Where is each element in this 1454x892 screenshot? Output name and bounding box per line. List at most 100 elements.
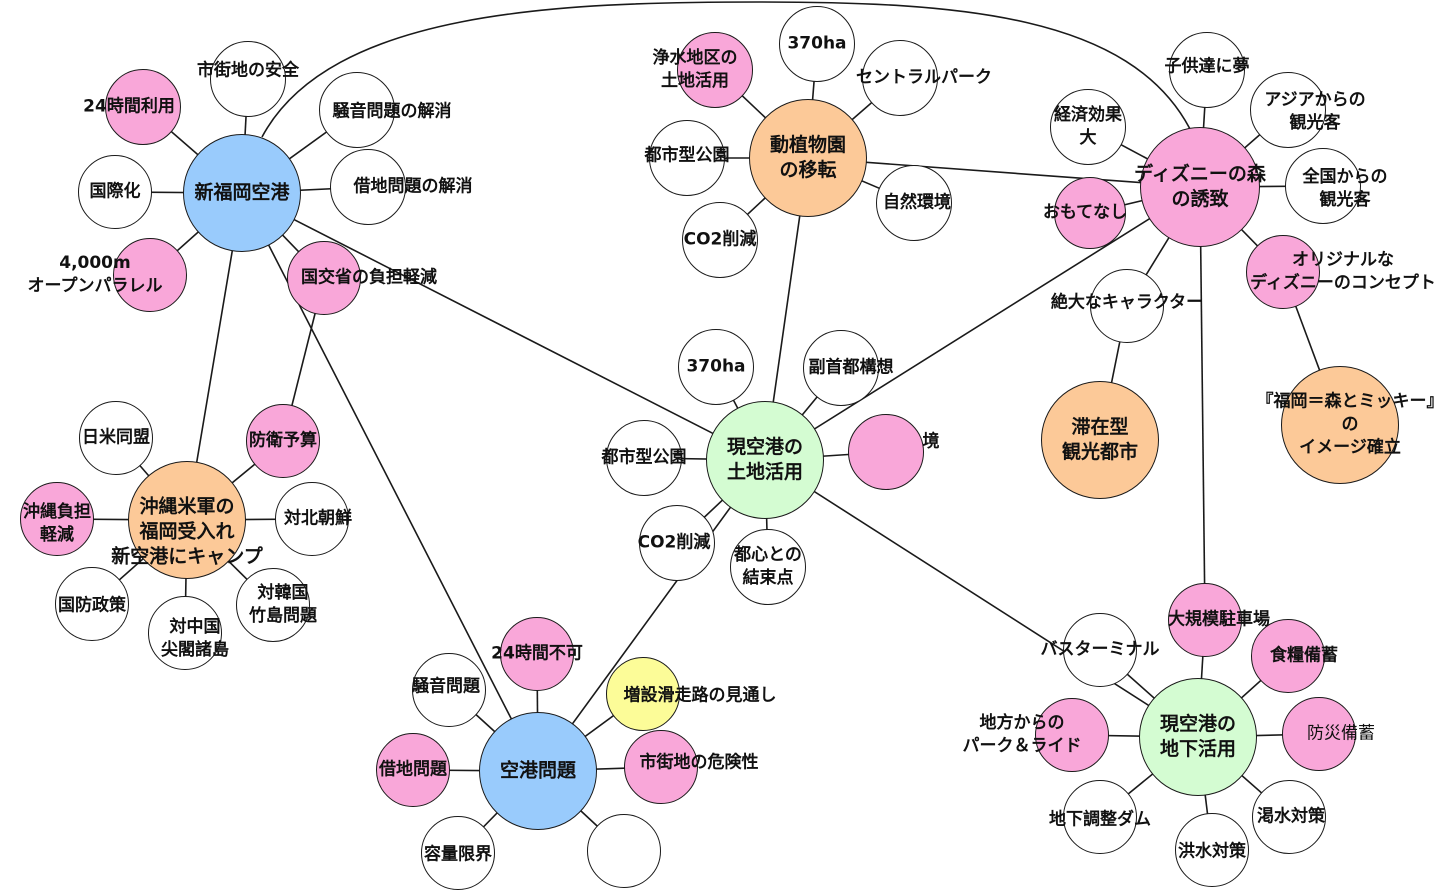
node-label-taichugoku: 対中国 尖閣諸島 bbox=[161, 617, 229, 660]
node-label-shin-fukuoka: 新福岡空港 bbox=[194, 181, 290, 204]
node-label-asia: アジアからの 観光客 bbox=[1264, 90, 1366, 133]
node-zousetsu bbox=[606, 657, 680, 731]
node-label-mori-mickey: 『福岡＝森とミッキー』 の イメージ確立 bbox=[1256, 391, 1444, 458]
node-label-kokkosho: 国交省の負担軽減 bbox=[301, 267, 437, 288]
node-shin-fukuoka bbox=[183, 134, 301, 252]
node-label-kodomo: 子供達に夢 bbox=[1164, 56, 1250, 77]
node-label-boei-yosan: 防衛予算 bbox=[249, 430, 317, 451]
node-mori-mickey bbox=[1281, 366, 1399, 484]
edge-disney-genkuko_tochi bbox=[764, 186, 1201, 461]
node-shakuchi bbox=[376, 733, 450, 807]
node-chika-dam bbox=[1063, 780, 1137, 854]
node-label-toshigata-mid: 都市型公園 bbox=[601, 447, 687, 468]
node-kozui bbox=[1175, 813, 1249, 887]
node-label-bus: バスターミナル bbox=[1040, 639, 1160, 660]
node-kodomo bbox=[1169, 32, 1245, 108]
node-label-genkuko-tochi: 現空港の 土地活用 bbox=[726, 436, 804, 483]
node-label-toshigata-top: 都市型公園 bbox=[644, 145, 730, 166]
node-keizai bbox=[1050, 89, 1126, 165]
node-toshin bbox=[730, 529, 806, 605]
node-label-original: オリジナルな ディズニーのコンセプト bbox=[1250, 250, 1436, 293]
node-kassui bbox=[1252, 780, 1326, 854]
node-label-kankyo-pink: 境 bbox=[922, 431, 940, 452]
node-label-kokusaika: 国際化 bbox=[89, 181, 141, 202]
node-original bbox=[1246, 235, 1320, 309]
node-disney bbox=[1140, 127, 1260, 247]
node-label-sooon-kaisho: 騒音問題の解消 bbox=[332, 101, 452, 122]
node-label-doshokubutsu: 動植物園 の移転 bbox=[769, 134, 847, 181]
node-label-taizai: 滞在型 観光都市 bbox=[1061, 416, 1139, 463]
node-ha370-mid bbox=[678, 329, 754, 405]
node-label-kokubou: 国防政策 bbox=[58, 595, 126, 616]
node-kankyo-pink bbox=[848, 414, 924, 490]
node-label-h24-riyou: 24時間利用 bbox=[83, 96, 175, 117]
node-bousai bbox=[1282, 697, 1356, 771]
node-zenkoku bbox=[1285, 148, 1361, 224]
node-doshokubutsu bbox=[749, 99, 867, 217]
node-label-genkuko-chika: 現空港の 地下活用 bbox=[1159, 713, 1237, 760]
edge-disney-chusha bbox=[1199, 186, 1206, 621]
node-boei-yosan bbox=[246, 404, 320, 478]
node-label-okinawa: 沖縄米軍の 福岡受入れ 新空港にキャンプ bbox=[111, 495, 263, 568]
node-label-toshin: 都心との 結束点 bbox=[734, 545, 802, 588]
node-label-zousetsu: 増設滑走路の見通し bbox=[623, 685, 777, 706]
node-taichugoku bbox=[148, 596, 222, 670]
node-label-zenkoku: 全国からの 観光客 bbox=[1302, 167, 1388, 210]
node-kokkosho bbox=[287, 241, 361, 315]
node-omotenashi bbox=[1054, 177, 1126, 249]
edge-shin_fukuoka-disney bbox=[261, 1, 1191, 138]
node-genkuko-tochi bbox=[706, 401, 824, 519]
node-bus bbox=[1063, 613, 1137, 687]
node-label-okinawa-futan: 沖縄負担 軽減 bbox=[23, 502, 91, 545]
node-nichibei bbox=[79, 401, 153, 475]
node-kokusaika bbox=[78, 155, 152, 229]
node-label-character: 絶大なキャラクター bbox=[1050, 292, 1204, 313]
edge-genkuko_tochi-genkuko_chika bbox=[764, 459, 1199, 738]
node-h24-fuka bbox=[500, 617, 574, 691]
node-park-ride bbox=[1035, 698, 1109, 772]
node-label-chusha: 大規模駐車場 bbox=[1168, 609, 1270, 630]
node-fukushuto bbox=[803, 330, 879, 406]
node-label-disney: ディズニーの森 の誘致 bbox=[1134, 163, 1266, 210]
node-label-h24-fuka: 24時間不可 bbox=[491, 643, 583, 664]
edge-shin_fukuoka-genkuko_tochi bbox=[241, 192, 766, 461]
node-taikankoku bbox=[236, 568, 310, 642]
node-label-fukushuto: 副首都構想 bbox=[808, 357, 894, 378]
node-kokubou bbox=[55, 567, 129, 641]
node-label-shigaichi-anzen: 市街地の安全 bbox=[197, 60, 299, 81]
node-shigaichi-anzen bbox=[210, 41, 286, 117]
node-label-central-park: セントラルパーク bbox=[856, 67, 992, 88]
node-kuko-mondai bbox=[479, 712, 597, 830]
node-okinawa-futan bbox=[20, 482, 94, 556]
node-parallel bbox=[113, 238, 187, 312]
node-jousui bbox=[677, 32, 753, 108]
node-label-chika-dam: 地下調整ダム bbox=[1049, 809, 1151, 830]
node-co2-top bbox=[682, 202, 758, 278]
node-label-shakuchi-kaisho: 借地問題の解消 bbox=[353, 176, 473, 197]
node-shizen bbox=[876, 165, 952, 241]
node-label-nichibei: 日米同盟 bbox=[82, 427, 150, 448]
node-h24-riyou bbox=[105, 69, 181, 145]
node-label-taihoku: 対北朝鮮 bbox=[284, 508, 352, 529]
node-shokuryo bbox=[1251, 619, 1325, 693]
node-shigaichi-kiken bbox=[624, 730, 698, 804]
node-asia bbox=[1250, 72, 1326, 148]
node-label-ha370-mid: 370ha bbox=[686, 356, 746, 377]
node-character bbox=[1090, 269, 1164, 343]
node-blank-bottom bbox=[587, 814, 661, 888]
node-label-kozui: 洪水対策 bbox=[1178, 841, 1246, 862]
node-okinawa bbox=[128, 461, 246, 579]
node-label-keizai: 経済効果 大 bbox=[1054, 105, 1122, 148]
node-toshigata-top bbox=[649, 120, 725, 196]
node-taizai bbox=[1041, 381, 1159, 499]
node-label-park-ride: 地方からの パーク＆ライド bbox=[962, 713, 1082, 756]
node-label-kassui: 渇水対策 bbox=[1257, 806, 1325, 827]
node-label-co2-mid: CO2削減 bbox=[637, 532, 711, 553]
node-chusha bbox=[1168, 583, 1242, 657]
node-label-sooon: 騒音問題 bbox=[412, 676, 480, 697]
node-label-kuko-mondai: 空港問題 bbox=[499, 759, 577, 782]
node-sooon-kaisho bbox=[319, 72, 395, 148]
node-toshigata-mid bbox=[606, 420, 682, 496]
node-label-shakuchi: 借地問題 bbox=[379, 759, 447, 780]
